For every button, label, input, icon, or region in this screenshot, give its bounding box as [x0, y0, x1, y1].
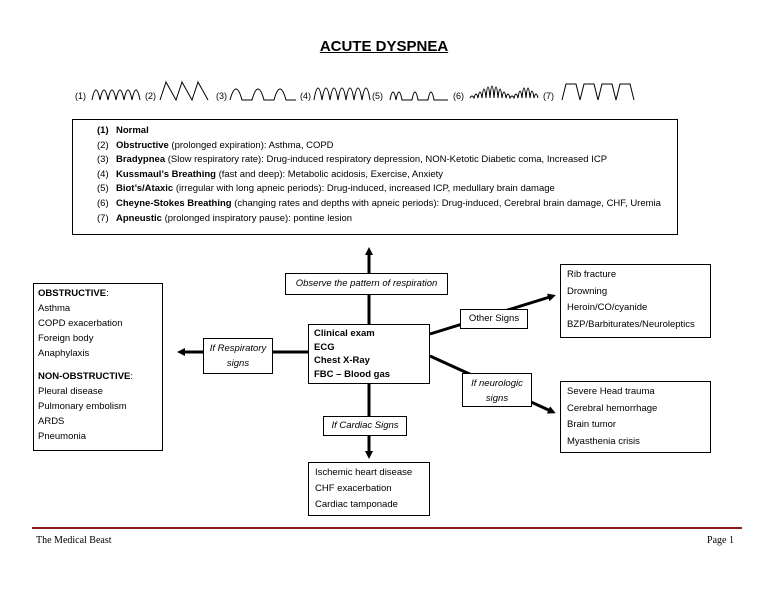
waveform-biot — [389, 91, 448, 101]
pattern-item-cheyne-stokes: (6)Cheyne-Stokes Breathing (changing rat… — [97, 197, 661, 209]
pattern-number-4: (4) — [300, 91, 311, 101]
pattern-item-obstructive: (2)Obstructive (prolonged expiration): A… — [97, 139, 334, 151]
breathing-waveforms — [91, 80, 635, 102]
neuro-item-tumor: Brain tumor — [567, 419, 617, 430]
other-item-drowning: Drowning — [567, 285, 608, 297]
cardiac-item-chf: CHF exacerbation — [315, 483, 392, 494]
pattern-number-6: (6) — [453, 91, 464, 101]
non-obstructive-item-pleural: Pleural disease — [38, 386, 103, 397]
obstructive-item-foreign-body: Foreign body — [38, 333, 94, 344]
other-signs-label: Other Signs — [460, 309, 528, 329]
other-item-rib-fracture: Rib fracture — [567, 269, 617, 280]
waveform-cheyne-stokes — [469, 85, 539, 100]
other-item-bzp: BZP/Barbiturates/Neuroleptics — [567, 318, 695, 330]
pattern-item-kussmaul: (4)Kussmaul’s Breathing (fast and deep):… — [97, 168, 444, 180]
clinical-assessment-box: Clinical exam ECG Chest X-Ray FBC – Bloo… — [308, 324, 430, 384]
center-item-ecg: ECG — [314, 341, 335, 353]
neurologic-causes-box: Severe Head trauma Cerebral hemorrhage B… — [560, 381, 711, 453]
cardiac-signs-label: If Cardiac Signs — [323, 416, 407, 436]
respiration-patterns-box: (1)Normal (2)Obstructive (prolonged expi… — [72, 119, 678, 235]
respiratory-causes-box: OBSTRUCTIVE: Asthma COPD exacerbation Fo… — [33, 283, 163, 451]
footer-divider — [32, 527, 742, 529]
pattern-number-2: (2) — [145, 91, 156, 101]
other-item-heroin: Heroin/CO/cyanide — [567, 302, 648, 313]
cardiac-causes-box: Ischemic heart disease CHF exacerbation … — [308, 462, 430, 516]
waveform-obstructive — [159, 80, 209, 102]
pattern-item-bradypnea: (3)Bradypnea (Slow respiratory rate): Dr… — [97, 154, 608, 166]
non-obstructive-item-pneumonia: Pneumonia — [38, 431, 87, 442]
other-causes-box: Rib fracture Drowning Heroin/CO/cyanide … — [560, 264, 711, 338]
center-item-chest-xray: Chest X-Ray — [314, 355, 370, 366]
footer-page-number: Page 1 — [707, 535, 734, 546]
patterns-list: (1)Normal (2)Obstructive (prolonged expi… — [97, 124, 661, 226]
footer-source: The Medical Beast — [36, 535, 112, 546]
center-item-clinical-exam: Clinical exam — [314, 328, 375, 339]
pattern-item-apneustic: (7)Apneustic (prolonged inspiratory paus… — [97, 212, 353, 224]
neuro-item-myasthenia: Myasthenia crisis — [567, 435, 640, 447]
waveform-bradypnea — [229, 88, 296, 101]
pattern-item-biot: (5)Biot’s/Ataxic (irregular with long ap… — [97, 183, 555, 195]
waveform-kussmaul — [313, 87, 371, 101]
neurologic-signs-label: If neurologic signs — [462, 373, 532, 407]
pattern-number-7: (7) — [543, 91, 554, 101]
neuro-item-hemorrhage: Cerebral hemorrhage — [567, 402, 658, 414]
waveform-apneustic — [561, 83, 635, 101]
obstructive-item-asthma: Asthma — [38, 303, 71, 314]
cardiac-item-ischemic: Ischemic heart disease — [315, 467, 413, 478]
neuro-item-head-trauma: Severe Head trauma — [567, 386, 655, 397]
non-obstructive-item-pe: Pulmonary embolism — [38, 401, 127, 412]
pattern-number-5: (5) — [372, 91, 383, 101]
respiratory-signs-label: If Respiratory signs — [203, 338, 273, 374]
center-item-blood-gas: FBC – Blood gas — [314, 368, 391, 380]
obstructive-item-anaphylaxis: Anaphylaxis — [38, 348, 90, 359]
page-title: ACUTE DYSPNEA — [319, 38, 449, 55]
obstructive-item-copd: COPD exacerbation — [38, 318, 123, 329]
pattern-item-normal: (1)Normal — [97, 125, 149, 136]
non-obstructive-item-ards: ARDS — [38, 416, 65, 427]
observe-pattern-label: Observe the pattern of respiration — [285, 273, 448, 295]
cardiac-item-tamponade: Cardiac tamponade — [315, 499, 398, 510]
pattern-number-3: (3) — [216, 91, 227, 101]
non-obstructive-heading: NON-OBSTRUCTIVE: — [38, 371, 134, 382]
obstructive-heading: OBSTRUCTIVE: — [38, 288, 109, 299]
pattern-number-1: (1) — [75, 91, 86, 101]
waveform-normal — [91, 89, 141, 101]
